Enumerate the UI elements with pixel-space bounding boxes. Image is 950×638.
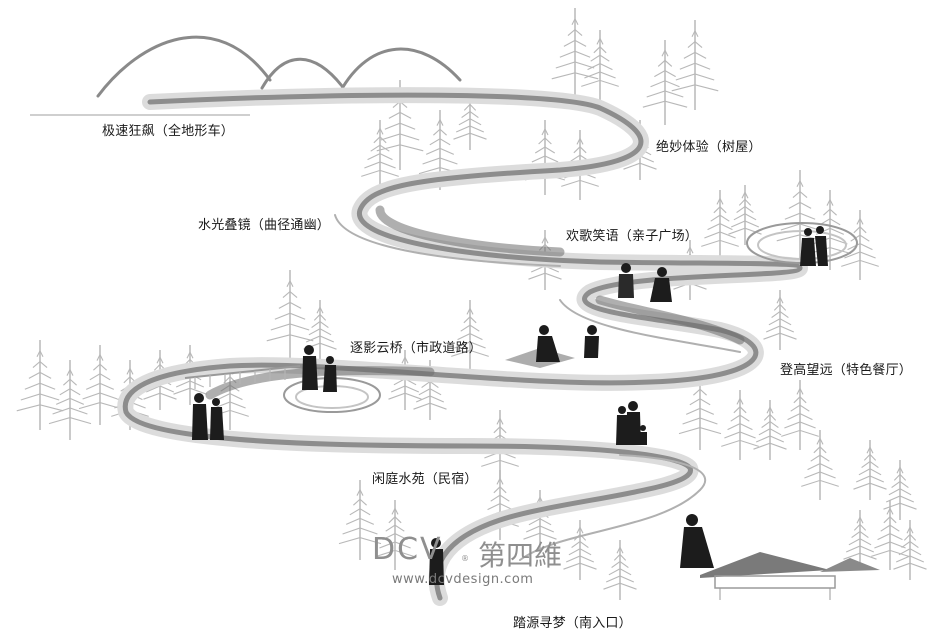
tree-icon — [642, 40, 688, 125]
person-silhouette — [192, 393, 208, 440]
winding-path — [117, 87, 808, 606]
logo-url[interactable]: www.dcvdesign.com — [392, 572, 534, 587]
tree-icon — [893, 520, 927, 580]
people-silhouettes — [192, 226, 828, 585]
tree-icon — [853, 440, 887, 500]
person-silhouette — [323, 356, 337, 392]
tree-icon — [78, 345, 122, 425]
tree-icon — [524, 120, 566, 195]
tree-icon — [671, 20, 719, 110]
person-silhouette — [650, 267, 672, 302]
tree-icon — [728, 185, 762, 245]
label-cloud-bridge: 逐影云桥（市政道路） — [350, 341, 483, 356]
label-family-plaza: 欢歌笑语（亲子广场） — [566, 229, 699, 244]
tree-icon — [883, 460, 917, 520]
tree-icon — [48, 360, 92, 440]
tree-icon — [871, 500, 909, 570]
tree-icon — [701, 190, 739, 260]
label-water-mirror: 水光叠镜（曲径通幽） — [198, 218, 331, 233]
tree-icon — [563, 520, 597, 580]
person-silhouette — [210, 398, 224, 440]
tree-icon — [16, 340, 64, 430]
tree-icon — [843, 510, 877, 570]
tree-icon — [721, 390, 759, 460]
dcv-logo: DCV ® 第四維 www.dcvdesign.com — [372, 532, 587, 592]
person-silhouette — [618, 263, 634, 298]
registered-mark: ® — [461, 554, 469, 563]
tree-icon — [376, 80, 424, 170]
tree-icon — [753, 400, 787, 460]
tree-icon — [266, 270, 314, 360]
tree-icon — [781, 380, 819, 450]
person-silhouette — [536, 325, 560, 362]
tree-icon — [338, 480, 382, 560]
person-silhouette — [616, 406, 629, 445]
person-silhouette — [680, 514, 714, 568]
person-silhouette — [429, 538, 444, 585]
mountain-outline — [96, 35, 462, 98]
tree-icon — [551, 8, 599, 98]
label-treehouse: 绝妙体验（树屋） — [656, 140, 762, 155]
bridge-railing — [184, 365, 301, 389]
tree-icon — [603, 540, 637, 600]
tree-icon — [376, 500, 414, 570]
pavilion-building — [700, 552, 880, 600]
label-restaurant: 登高望远（特色餐厅） — [780, 363, 913, 378]
tree-icon — [361, 120, 399, 190]
label-homestay: 闲庭水苑（民宿） — [372, 472, 478, 487]
label-atv-racing: 极速狂飙（全地形车） — [102, 124, 235, 139]
logo-chinese-name: 第四維 — [478, 539, 563, 572]
person-silhouette — [626, 401, 641, 445]
logo-brand: DCV — [372, 532, 443, 567]
person-silhouette — [800, 228, 816, 266]
tree-icon — [581, 30, 619, 100]
tree-icon — [763, 290, 797, 350]
label-south-entrance: 踏源寻梦（南入口） — [513, 616, 632, 631]
tree-icon — [451, 300, 489, 370]
tree-icon — [841, 210, 879, 280]
person-silhouette — [584, 325, 599, 358]
person-silhouette — [815, 226, 828, 266]
person-silhouette — [639, 425, 647, 445]
person-silhouette — [302, 345, 318, 390]
tree-icon — [801, 430, 839, 500]
